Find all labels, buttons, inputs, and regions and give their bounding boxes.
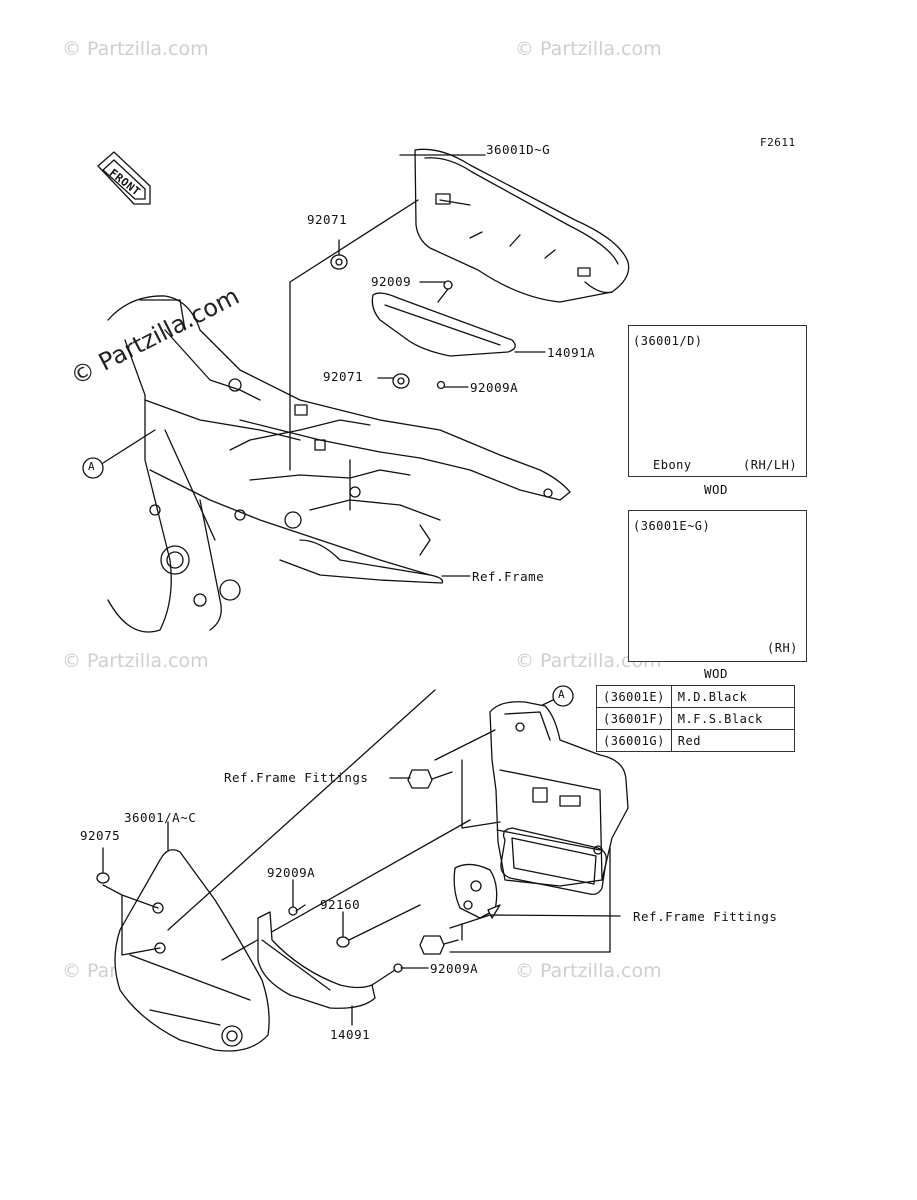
part-label-ref-frame: Ref.Frame	[472, 569, 545, 584]
color-code: (36001F)	[596, 707, 672, 730]
color-table: (36001E) M.D.Black (36001F) M.F.S.Black …	[596, 685, 795, 752]
inset-box-36001e-g: (36001E~G) (RH)	[628, 510, 807, 662]
battery-case-shape	[489, 701, 629, 887]
color-name: M.D.Black	[670, 685, 795, 708]
part-label-92075: 92075	[80, 828, 121, 843]
watermark: © Partzilla.com	[515, 38, 662, 60]
front-arrow-icon	[97, 151, 151, 205]
part-label-36001-a-c: 36001/A~C	[124, 810, 197, 825]
color-code: (36001E)	[596, 685, 672, 708]
watermark: © Partzilla.com	[515, 960, 662, 982]
gasket-shape	[500, 827, 607, 896]
motorcycle-frame-shape	[107, 295, 571, 633]
color-code: (36001G)	[596, 729, 672, 752]
inset-caption: WOD	[704, 482, 729, 497]
inset-side-label: (RH)	[767, 641, 798, 655]
part-label-ref-frame-fittings: Ref.Frame Fittings	[224, 770, 369, 785]
lower-bracket-shape	[257, 911, 376, 1009]
upper-bracket-shape	[371, 292, 516, 357]
inset-caption: WOD	[704, 666, 729, 681]
part-label-14091: 14091	[330, 1027, 371, 1042]
part-label-ref-frame-fittings: Ref.Frame Fittings	[633, 909, 778, 924]
part-label-92071: 92071	[307, 212, 348, 227]
part-label-92071: 92071	[323, 369, 364, 384]
watermark: © Partzilla.com	[515, 650, 662, 672]
callout-a: A	[558, 688, 566, 701]
fitting-bolt-upper-shape	[407, 769, 453, 789]
part-label-92009: 92009	[371, 274, 412, 289]
case-bracket-shape	[453, 863, 501, 919]
part-label-14091a: 14091A	[547, 345, 596, 360]
upper-side-cover-shape	[414, 148, 630, 303]
color-name: M.F.S.Black	[670, 707, 795, 730]
color-name: Red	[670, 729, 795, 752]
table-row: (36001G) Red	[596, 729, 795, 752]
inset-color-label: Ebony	[653, 458, 692, 472]
part-label-92009a: 92009A	[470, 380, 519, 395]
inset-box-36001-d: (36001/D) Ebony (RH/LH)	[628, 325, 807, 477]
watermark: © Partzilla.com	[62, 38, 209, 60]
inset-title: (36001E~G)	[633, 519, 711, 533]
callout-a: A	[88, 460, 96, 473]
figure-code: F2611	[760, 136, 796, 149]
lower-side-cover-shape	[114, 849, 270, 1052]
inset-title: (36001/D)	[633, 334, 703, 348]
inset-side-label: (RH/LH)	[743, 458, 798, 472]
fitting-bolt-lower-shape	[419, 935, 459, 955]
table-row: (36001E) M.D.Black	[596, 685, 795, 708]
part-label-92160: 92160	[320, 897, 361, 912]
table-row: (36001F) M.F.S.Black	[596, 707, 795, 730]
part-label-92009a: 92009A	[267, 865, 316, 880]
part-label-92009a: 92009A	[430, 961, 479, 976]
watermark: © Partzilla.com	[62, 650, 209, 672]
part-label-36001d-g: 36001D~G	[486, 142, 551, 157]
